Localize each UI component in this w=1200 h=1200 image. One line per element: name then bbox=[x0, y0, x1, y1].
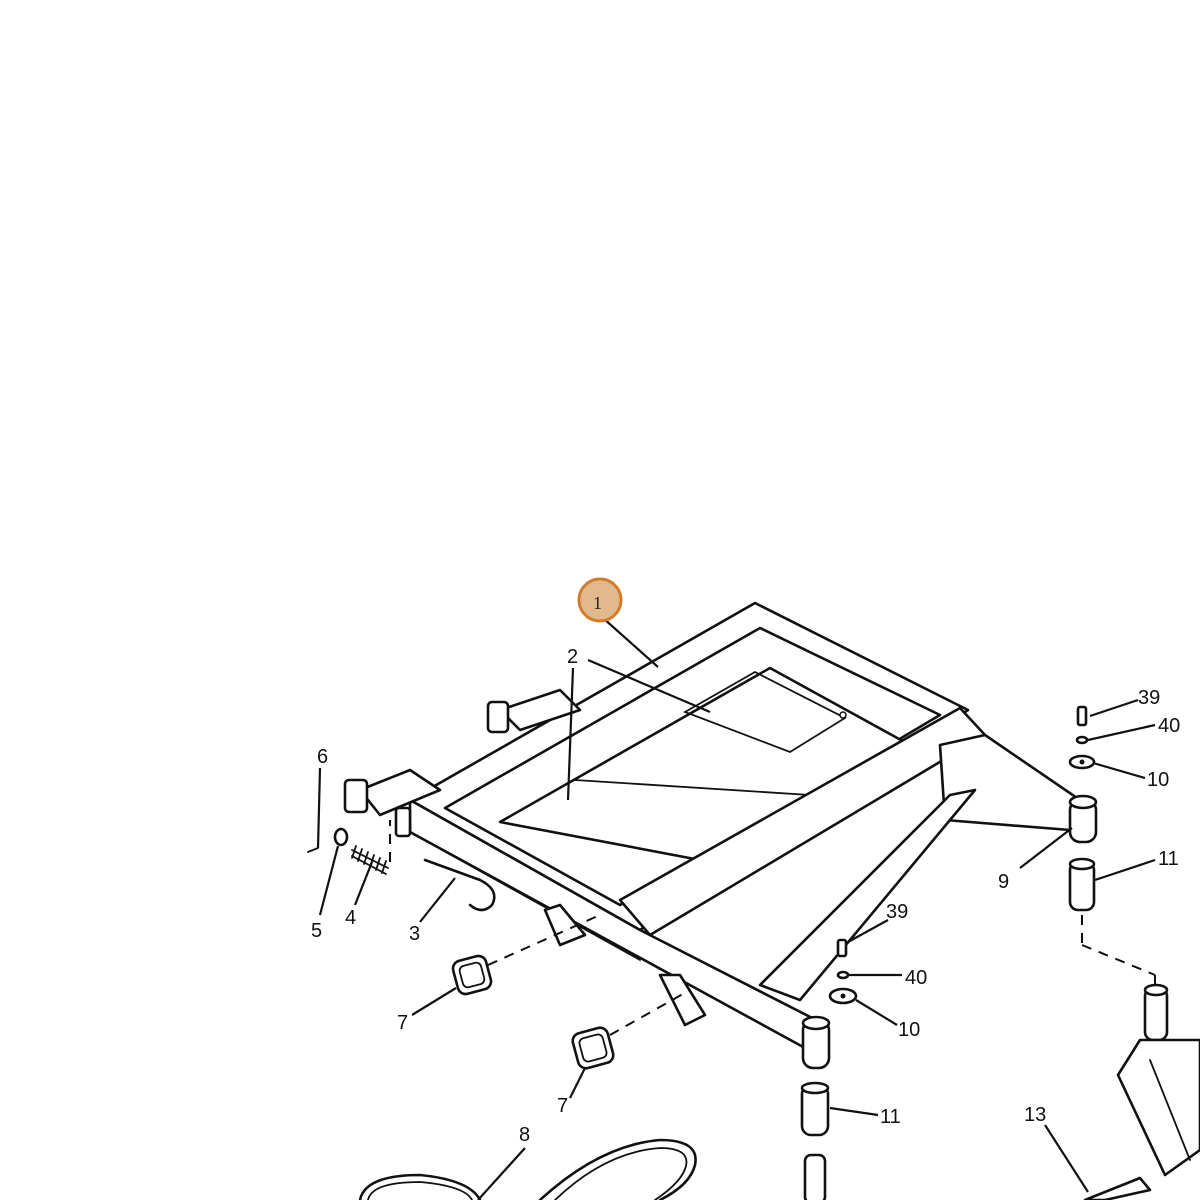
bushings bbox=[451, 914, 691, 1070]
main-frame bbox=[343, 601, 1082, 1070]
caster-spindle bbox=[1116, 983, 1200, 1177]
right-pivot-assembly bbox=[1068, 705, 1156, 985]
callout-labels: 2 3 4 5 6 7 7 8 9 10 10 11 11 13 39 39 4… bbox=[311, 646, 1180, 1146]
highlight-circle[interactable] bbox=[577, 577, 623, 623]
callout-10a: 10 bbox=[1147, 769, 1169, 791]
callout-9: 9 bbox=[998, 871, 1009, 893]
callout-7b: 7 bbox=[557, 1095, 568, 1117]
hook-spring-hardware bbox=[307, 806, 496, 912]
callout-11a: 11 bbox=[1158, 848, 1179, 870]
callout-7a: 7 bbox=[397, 1012, 408, 1034]
callout-5: 5 bbox=[311, 920, 322, 942]
highlight-marker[interactable]: 1 bbox=[577, 577, 623, 623]
callout-4: 4 bbox=[345, 907, 356, 929]
spring bbox=[351, 845, 389, 875]
callout-8: 8 bbox=[519, 1124, 530, 1146]
callout-39a: 39 bbox=[1138, 687, 1160, 709]
callout-40a: 40 bbox=[1158, 715, 1180, 737]
shaft-13 bbox=[1083, 1176, 1152, 1200]
callout-6: 6 bbox=[317, 746, 328, 768]
callout-10b: 10 bbox=[898, 1019, 920, 1041]
callout-2: 2 bbox=[567, 646, 578, 668]
belts bbox=[358, 1138, 697, 1200]
callout-11b: 11 bbox=[880, 1106, 901, 1128]
callout-3: 3 bbox=[409, 923, 420, 945]
callout-13: 13 bbox=[1024, 1104, 1046, 1126]
callout-1-label: 1 bbox=[593, 593, 602, 613]
front-pivot-hardware bbox=[800, 938, 858, 1200]
callout-40b: 40 bbox=[905, 967, 927, 989]
leader-lines bbox=[316, 617, 1156, 1200]
callout-39b: 39 bbox=[886, 901, 908, 923]
